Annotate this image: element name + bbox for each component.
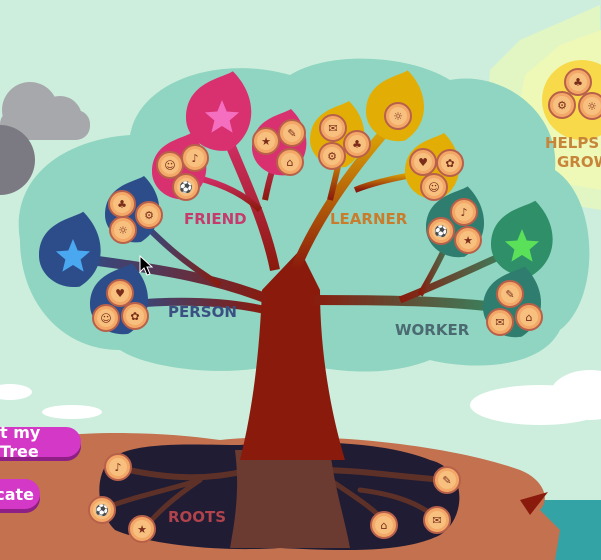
achievement-badge[interactable]: ✉ [319, 114, 347, 142]
certificate-button[interactable]: cate [0, 479, 40, 509]
badge-icon: ★ [261, 135, 271, 148]
star-badge-icon[interactable] [504, 229, 540, 262]
achievement-badge[interactable]: ✉ [423, 506, 451, 534]
achievement-badge[interactable]: ♣ [108, 190, 136, 218]
achievement-badge[interactable]: ☼ [384, 102, 412, 130]
achievement-badge[interactable]: ♪ [181, 144, 209, 172]
badge-icon: ✎ [505, 288, 514, 301]
achievement-badge[interactable]: ⚽ [172, 173, 200, 201]
badge-icon: ⚙ [144, 209, 154, 222]
badge-icon: ★ [137, 523, 147, 536]
label-roots: ROOTS [168, 508, 226, 526]
achievement-badge[interactable]: ♪ [104, 453, 132, 481]
achievement-badge[interactable]: ⌂ [370, 511, 398, 539]
achievement-badge[interactable]: ★ [252, 127, 280, 155]
achievement-badge[interactable]: ✎ [433, 466, 461, 494]
label-person: PERSON [168, 303, 237, 321]
achievement-badge[interactable]: ☺ [156, 151, 184, 179]
badge-icon: ☼ [118, 224, 128, 237]
badge-icon: ☺ [164, 159, 175, 172]
white-cloud [0, 370, 601, 425]
achievement-badge[interactable]: ♣ [343, 130, 371, 158]
achievement-badge[interactable]: ♥ [409, 148, 437, 176]
badge-icon: ✉ [495, 316, 504, 329]
mouse-cursor-icon [139, 254, 154, 276]
badge-icon: ♣ [352, 138, 362, 151]
grey-cloud [0, 82, 90, 195]
badge-icon: ☺ [428, 181, 439, 194]
badge-icon: ⚽ [178, 181, 193, 194]
badge-icon: ♥ [418, 156, 428, 169]
achievement-badge[interactable]: ⚙ [318, 142, 346, 170]
achievement-badge[interactable]: ✉ [486, 308, 514, 336]
badge-icon: ✿ [130, 310, 139, 323]
badge-icon: ⌂ [526, 311, 533, 324]
achievement-badge[interactable]: ✿ [436, 149, 464, 177]
badge-icon: ⌂ [381, 519, 388, 532]
badge-icon: ⌂ [287, 156, 294, 169]
star-badge-icon[interactable] [204, 100, 240, 133]
badge-icon: ♪ [191, 152, 198, 165]
sun-label-line1: HELPS M [545, 134, 601, 152]
achievement-badge[interactable]: ☺ [420, 173, 448, 201]
badge-icon: ✉ [432, 514, 441, 527]
badge-icon: ☺ [100, 312, 111, 325]
label-friend: FRIEND [184, 210, 247, 228]
achievement-badge[interactable]: ⚙ [548, 91, 576, 119]
badge-icon: ✿ [445, 157, 454, 170]
achievement-badge[interactable]: ✿ [121, 302, 149, 330]
branch-person [74, 253, 272, 305]
achievement-badge[interactable]: ☼ [578, 92, 601, 120]
achievement-badge[interactable]: ⌂ [515, 303, 543, 331]
badge-icon: ⚽ [433, 225, 448, 238]
achievement-badge[interactable]: ⚽ [427, 217, 455, 245]
badge-icon: ♪ [460, 206, 467, 219]
badge-icon: ★ [463, 234, 473, 247]
achievement-badge[interactable]: ⚽ [88, 496, 116, 524]
trunk-base [230, 450, 350, 548]
visit-my-tree-button[interactable]: t my Tree [0, 423, 81, 461]
achievement-badge[interactable]: ★ [454, 226, 482, 254]
achievement-badge[interactable]: ★ [128, 515, 156, 543]
badge-icon: ⚙ [557, 99, 567, 112]
badge-icon: ♪ [114, 461, 121, 474]
achievement-badge[interactable]: ♥ [106, 279, 134, 307]
badge-icon: ♣ [117, 198, 127, 211]
sun-label-line2: GROW [557, 153, 601, 171]
badge-icon: ♣ [573, 76, 583, 89]
badge-icon: ☼ [587, 100, 597, 113]
achievement-badge[interactable]: ☼ [109, 216, 137, 244]
badge-icon: ♥ [115, 287, 125, 300]
label-learner: LEARNER [330, 210, 408, 228]
achievement-badge[interactable]: ✎ [496, 280, 524, 308]
achievement-badge[interactable]: ☺ [92, 304, 120, 332]
badge-icon: ☼ [393, 110, 403, 123]
achievement-badge[interactable]: ♪ [450, 198, 478, 226]
badge-icon: ✉ [328, 122, 337, 135]
label-worker: WORKER [395, 321, 470, 339]
achievement-badge[interactable]: ♣ [564, 68, 592, 96]
achievement-badge[interactable]: ⚙ [135, 201, 163, 229]
badge-icon: ⚙ [327, 150, 337, 163]
achievement-badge[interactable]: ⌂ [276, 148, 304, 176]
badge-icon: ✎ [287, 127, 296, 140]
badge-icon: ⚽ [94, 504, 109, 517]
achievement-badge[interactable]: ✎ [278, 119, 306, 147]
badge-icon: ✎ [442, 474, 451, 487]
star-badge-icon[interactable] [55, 239, 91, 272]
